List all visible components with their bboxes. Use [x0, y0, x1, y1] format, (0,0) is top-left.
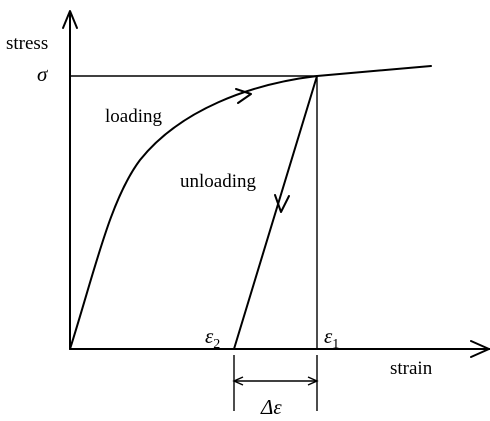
plastic-continuation-curve	[316, 65, 432, 77]
strain-axis-arrowhead	[470, 340, 490, 358]
sigma-label: σ	[37, 62, 49, 86]
unloading-line	[233, 75, 318, 350]
delta-epsilon-right-arrowhead	[307, 376, 319, 386]
epsilon-2-label: ε2	[205, 324, 220, 352]
epsilon-1-label: ε1	[324, 324, 339, 352]
loading-direction-arrow	[235, 88, 252, 104]
delta-epsilon-label: Δε	[260, 395, 282, 419]
delta-epsilon-left-arrowhead	[232, 376, 244, 386]
strain-axis-label: strain	[390, 358, 433, 379]
unloading-label: unloading	[180, 171, 256, 192]
loading-label: loading	[105, 106, 162, 127]
unloading-direction-arrow	[274, 194, 290, 213]
loading-curve	[69, 75, 318, 350]
stress-axis-arrowhead	[62, 10, 78, 29]
stress-axis-label: stress	[6, 33, 48, 54]
